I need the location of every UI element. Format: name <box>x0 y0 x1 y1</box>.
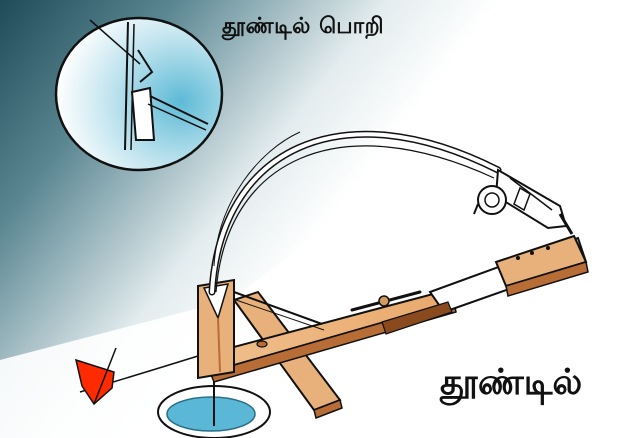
inset-caption: தூண்டில் பொறி <box>222 14 385 39</box>
trigger-rod <box>233 291 323 325</box>
flag-icon <box>74 347 117 406</box>
main-caption: தூண்டில் <box>440 362 583 403</box>
fishing-rod-icon <box>208 130 502 296</box>
inset-trigger-icon <box>54 16 224 172</box>
reel-icon <box>473 168 574 235</box>
vertical-post <box>197 278 235 380</box>
background-white-region <box>0 120 620 438</box>
